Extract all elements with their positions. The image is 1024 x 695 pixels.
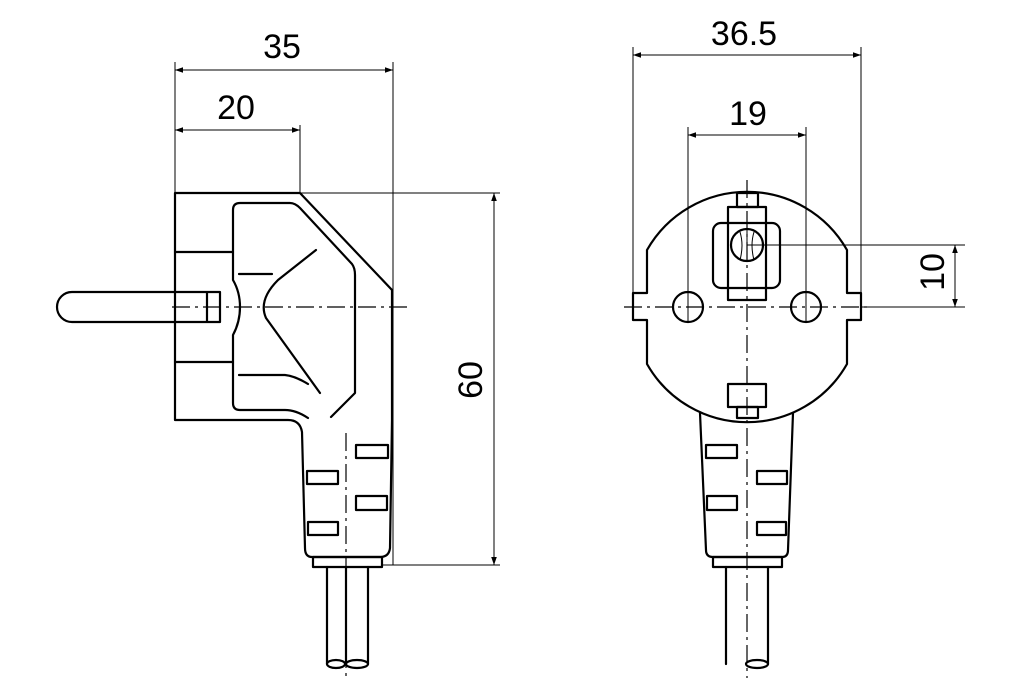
grip-ribs — [704, 443, 789, 537]
dim-20: 20 — [217, 89, 255, 127]
plug-body-outline — [173, 191, 394, 559]
plug-face-outline — [631, 190, 863, 424]
centerlines — [172, 306, 412, 678]
dim-19: 19 — [729, 95, 767, 133]
dim-35: 35 — [263, 28, 301, 66]
dim-60: 60 — [452, 361, 490, 399]
cable — [724, 565, 770, 666]
cable — [325, 565, 370, 666]
inner-ribs — [237, 272, 310, 386]
cable-collar — [311, 555, 384, 569]
centerlines — [624, 180, 870, 678]
earth-clip — [726, 205, 768, 302]
grip-ribs — [305, 443, 390, 537]
inner-recess — [231, 201, 357, 420]
side-view: 35 20 60 — [55, 28, 500, 678]
dim-36-5: 36.5 — [711, 15, 777, 53]
inner-v-rib — [262, 248, 322, 395]
dim-10: 10 — [914, 253, 952, 291]
face-lines — [173, 250, 235, 364]
front-view: 36.5 19 10 — [624, 15, 965, 678]
